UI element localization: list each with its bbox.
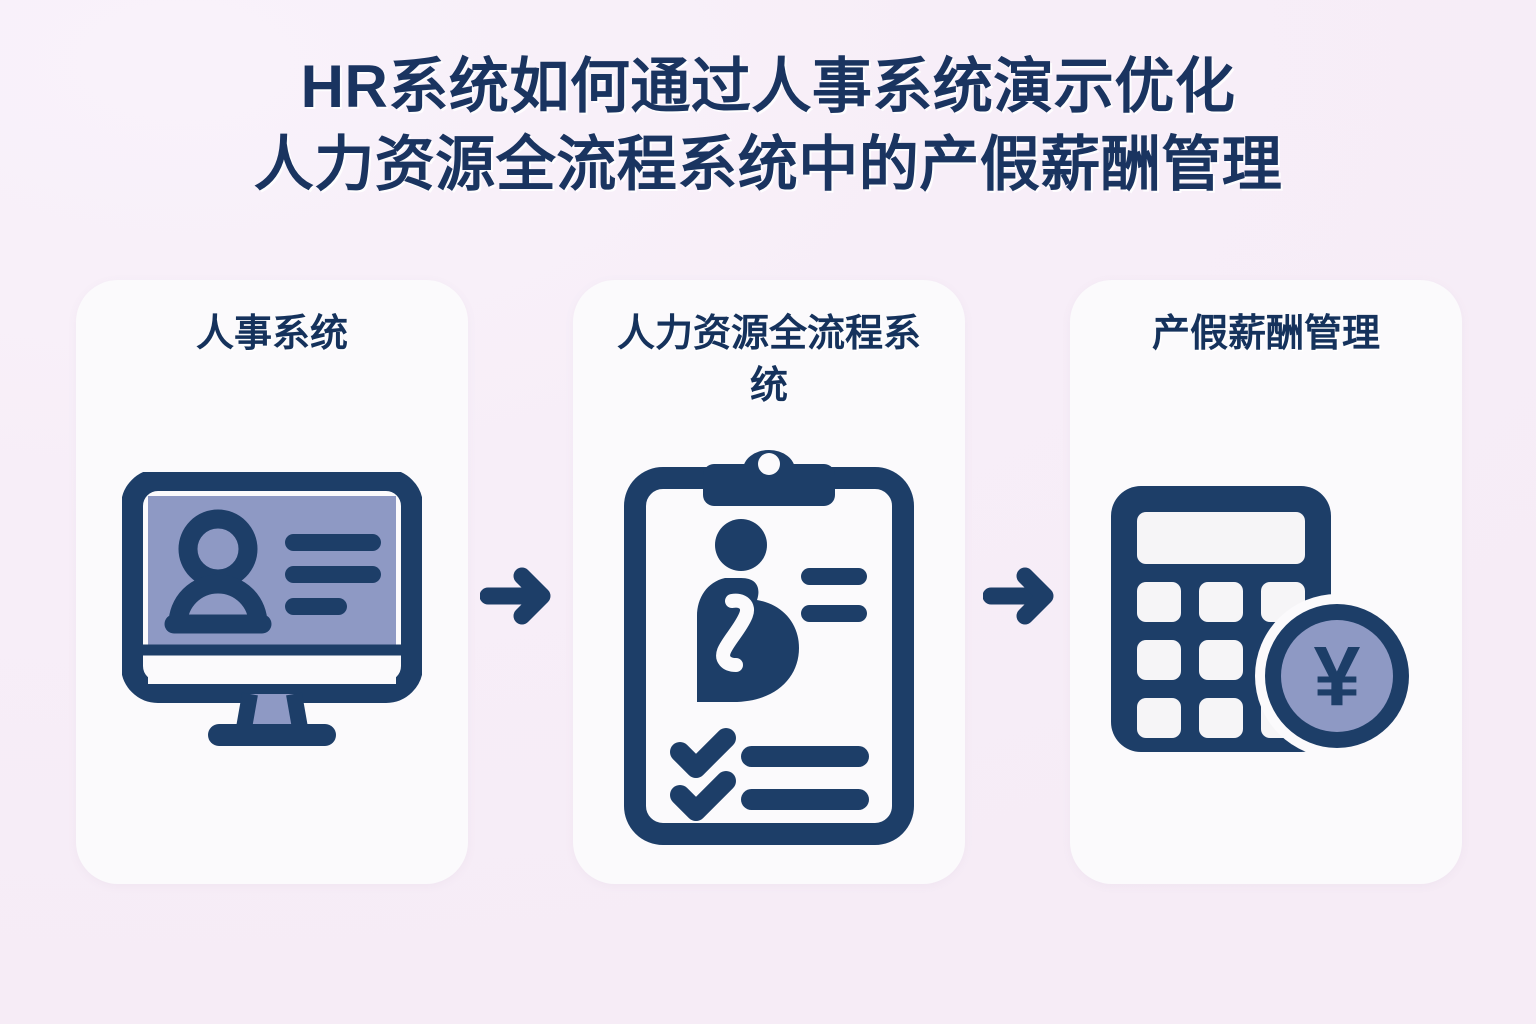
flow-step-title-3: 产假薪酬管理 [1151,313,1380,355]
monitor-employee-record-icon [76,360,468,884]
title-line-2: 人力资源全流程系统中的产假薪酬管理 [253,131,1283,198]
flow-step-card-3[interactable]: 产假薪酬管理 [1070,280,1462,884]
flow-steps-row: 人事系统 [76,280,1462,884]
flow-step-title-2: 人力资源全流程系统 [616,313,921,407]
flow-step-card-2[interactable]: 人力资源全流程系统 [573,280,965,884]
page-title: HR系统如何通过人事系统演示优化 人力资源全流程系统中的产假薪酬管理 [0,48,1536,204]
title-line-1: HR系统如何通过人事系统演示优化 [300,53,1236,120]
yen-symbol: ¥ [1314,629,1361,723]
calculator-yen-coin-icon: ¥ [1070,360,1462,884]
arrow-right-icon-1 [473,560,563,632]
arrow-right-icon-2 [976,560,1066,632]
flow-step-card-1[interactable]: 人事系统 [76,280,468,884]
flow-step-title-1: 人事系统 [195,313,348,355]
clipboard-pregnancy-checklist-icon [573,412,965,884]
